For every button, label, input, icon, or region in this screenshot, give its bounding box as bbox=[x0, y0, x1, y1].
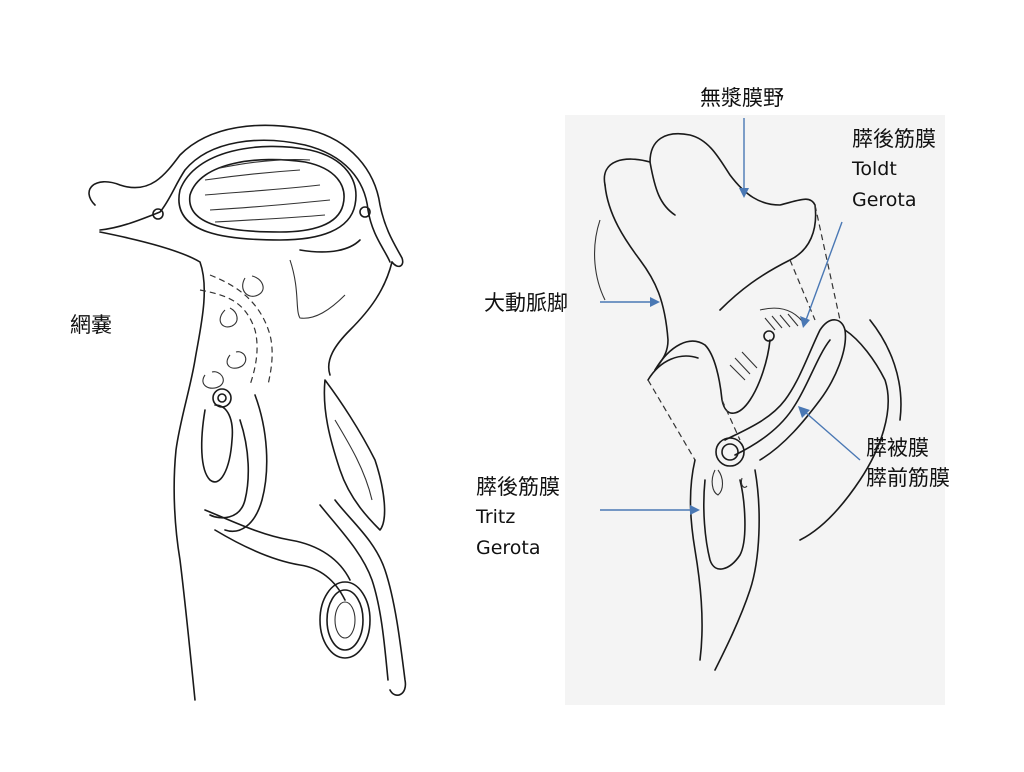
bare-area-text: 無漿膜野 bbox=[700, 86, 784, 110]
pancreatic-capsule-label: 膵被膜 膵前筋膜 bbox=[866, 433, 950, 493]
retro-fascia-top-title: 膵後筋膜 bbox=[852, 127, 936, 151]
retro-fascia-top-line1: Toldt bbox=[852, 154, 936, 185]
aortic-crus-text: 大動脈脚 bbox=[484, 291, 568, 315]
retropancreatic-fascia-bottom-label: 膵後筋膜 Tritz Gerota bbox=[476, 472, 560, 564]
retropancreatic-fascia-top-label: 膵後筋膜 Toldt Gerota bbox=[852, 124, 936, 216]
bare-area-label: 無漿膜野 bbox=[700, 83, 784, 113]
omental-bursa-label: 網嚢 bbox=[70, 310, 112, 340]
left-sagittal-figure bbox=[89, 125, 405, 700]
pancreatic-capsule-line1: 膵被膜 bbox=[866, 436, 929, 460]
pancreatic-capsule-line2: 膵前筋膜 bbox=[866, 466, 950, 490]
omental-bursa-text: 網嚢 bbox=[70, 313, 112, 337]
retro-fascia-bottom-line2: Gerota bbox=[476, 533, 560, 564]
retro-fascia-bottom-title: 膵後筋膜 bbox=[476, 475, 560, 499]
retro-fascia-bottom-line1: Tritz bbox=[476, 502, 560, 533]
aortic-crus-label: 大動脈脚 bbox=[484, 288, 568, 318]
retro-fascia-top-line2: Gerota bbox=[852, 185, 936, 216]
